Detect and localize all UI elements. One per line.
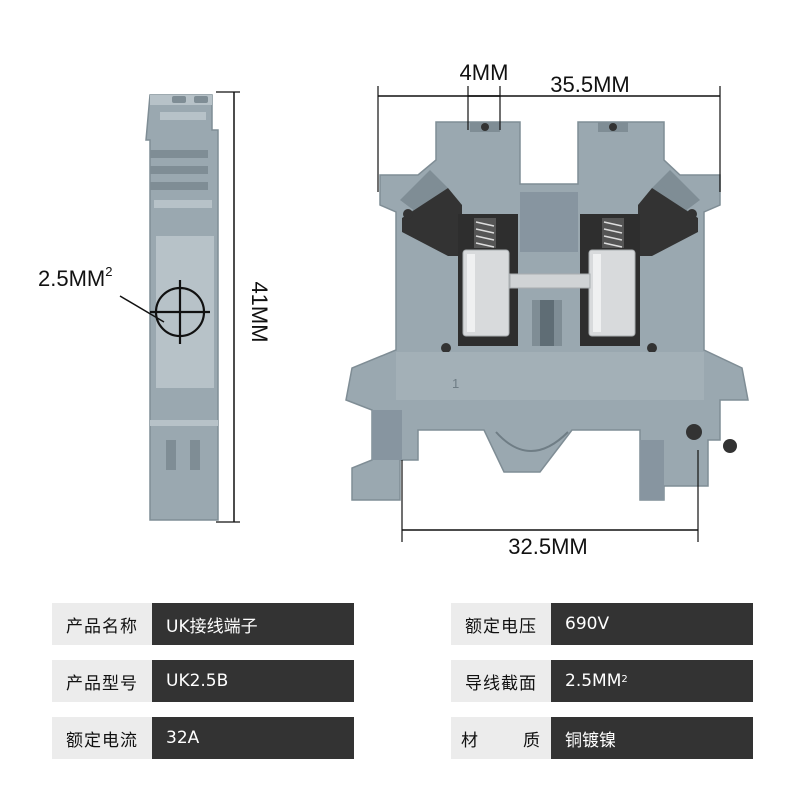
spec-value: UK接线端子 [152,603,354,645]
side-view [119,94,219,521]
wire-section-value: 2.5MM [565,671,622,691]
wire-section-sup: 2 [621,673,628,685]
total-width-label: 35.5MM [550,72,629,97]
spec-label: 额定电流 [52,717,152,759]
bus-bar [509,273,591,289]
cross-section-label: 2.5MM2 [38,264,112,291]
spec-row-rated-voltage: 额定电压 690V [451,603,753,645]
spec-value: 32A [152,717,354,759]
spec-value: 铜镀镍 [551,717,753,759]
terminal-block-drawing: 1 4MM 35.5MM 32.5MM 41MM 2.5MM2 [38,60,749,559]
spec-value: UK2.5B [152,660,354,702]
spec-label: 产品名称 [52,603,152,645]
height-label: 41MM [247,281,272,342]
spec-row-material: 材 质 铜镀镍 [451,717,753,759]
part-number-marking: 1 [452,376,459,391]
spec-label: 材 质 [451,717,551,759]
spec-row-rated-current: 额定电流 32A [52,717,354,759]
cross-section-leader [119,295,165,323]
spec-row-product-name: 产品名称 UK接线端子 [52,603,354,645]
base-width-dimension [401,450,699,542]
material-label-char-2: 质 [523,730,541,751]
width-dimensions [377,86,721,192]
spec-value: 690V [551,603,753,645]
base-width-label: 32.5MM [508,534,587,559]
spec-label: 额定电压 [451,603,551,645]
spec-label: 导线截面 [451,660,551,702]
screw-width-label: 4MM [460,60,509,85]
material-label-char-1: 材 [461,730,479,751]
spec-row-model: 产品型号 UK2.5B [52,660,354,702]
front-view: 1 [345,121,749,501]
height-dimension [216,91,240,523]
spec-label: 产品型号 [52,660,152,702]
